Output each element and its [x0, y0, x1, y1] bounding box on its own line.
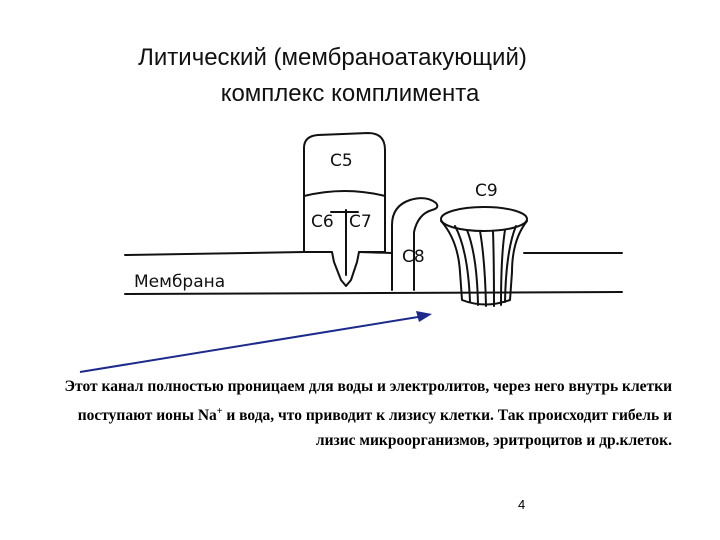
c8-label: C8	[402, 247, 425, 267]
caption-part-1: Этот канал полностью проницаем для воды …	[64, 378, 672, 425]
c8-shape	[391, 197, 439, 291]
membrane-lower-line	[124, 291, 623, 295]
c9-rim	[440, 206, 528, 232]
title-line-1: Литический (мембраноатакующий)	[138, 44, 527, 71]
c5-c6-divider	[303, 190, 386, 197]
c7-label: C7	[349, 212, 372, 232]
c5-c7-block	[303, 132, 386, 287]
caption-text: Этот канал полностью проницаем для воды …	[62, 374, 672, 453]
membrane-label: Мембрана	[134, 272, 225, 292]
pointer-arrow	[79, 311, 432, 373]
caption-part-2: и вода, что приводит к лизису клетки. Та…	[222, 407, 672, 450]
title-line-2: комплекс комплимента	[220, 80, 480, 107]
c6-label: C6	[311, 212, 334, 232]
c9-label: C9	[475, 181, 498, 201]
caption-superscript: +	[216, 406, 223, 417]
slide-title: Литический (мембраноатакующий) комплекс …	[0, 40, 720, 112]
page-number: 4	[518, 497, 526, 512]
c9-ridges	[454, 225, 517, 307]
c5-label: C5	[330, 151, 353, 171]
